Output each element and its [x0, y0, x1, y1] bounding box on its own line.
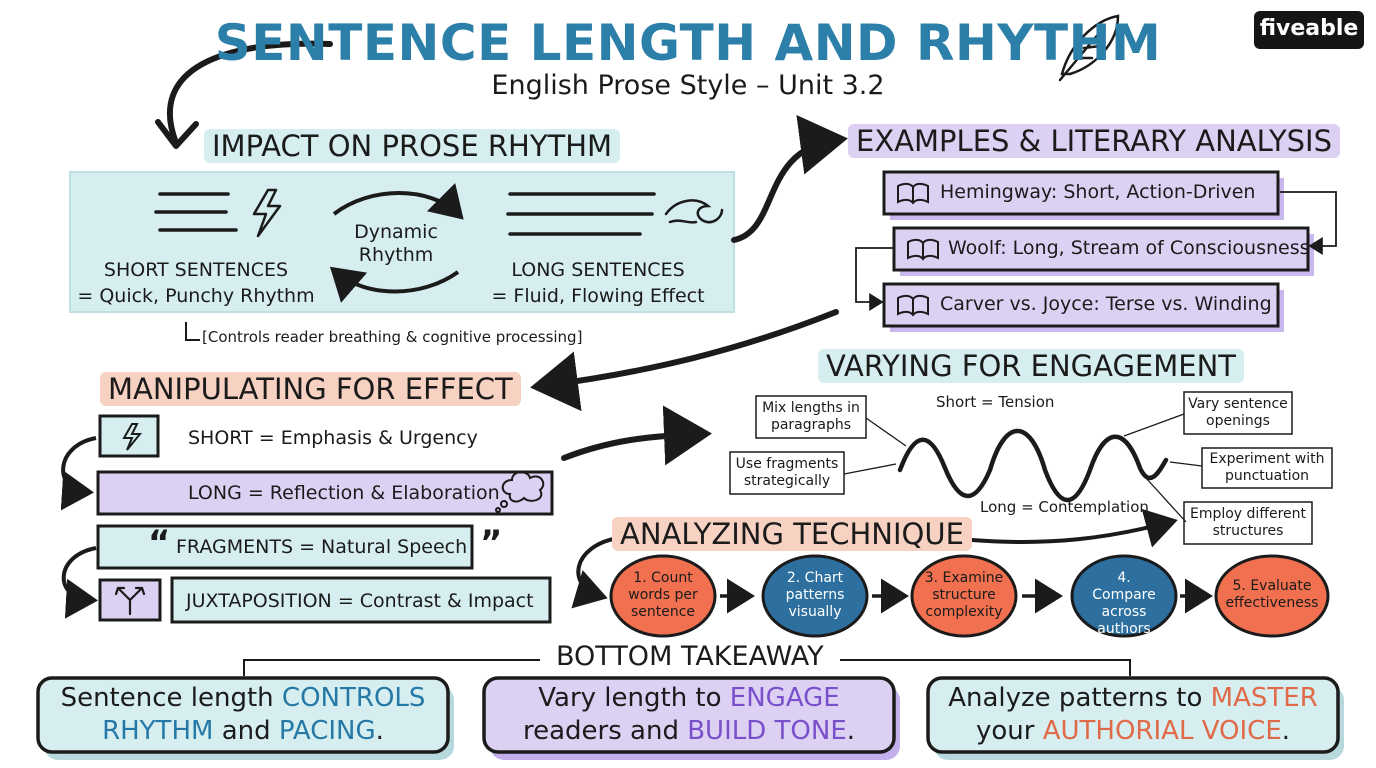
takeaway-box-1: [36, 676, 450, 754]
short-icon-box: [98, 414, 160, 458]
cycle-label-1: Dynamic: [354, 221, 438, 243]
step-2-shape: [761, 554, 869, 638]
example-box-1: [882, 170, 1280, 216]
step-2-text: 2. Chart patterns visually: [785, 570, 845, 620]
step-5-shape: [1214, 554, 1330, 638]
book-icon: [897, 294, 929, 317]
note-box-mix: [755, 395, 867, 439]
manipulating-to-varying-arrow: [561, 405, 712, 466]
cycle-arrow-bottom: [329, 266, 460, 303]
step-1-text: 1. Count words per sentence: [628, 570, 698, 620]
manipulating-heading: MANIPULATING FOR EFFECT: [100, 372, 521, 406]
analyzing-arrow: [970, 508, 1178, 548]
takeaway-box-3: [926, 676, 1340, 754]
note-box-structures: [1183, 501, 1313, 545]
note-fragments-text: Use fragments strategically: [735, 456, 839, 489]
fragments-to-juxtaposition-arrow: [61, 546, 98, 619]
title-to-impact-arrow: [167, 40, 333, 143]
varying-heading: VARYING FOR ENGAGEMENT: [818, 349, 1245, 383]
fragments-box: [96, 524, 474, 570]
feather-icon: [1058, 14, 1120, 82]
takeaway-heading: BOTTOM TAKEAWAY: [540, 640, 840, 674]
lightning-icon: [252, 188, 282, 238]
examples-to-manipulating-arrow: [530, 309, 839, 412]
step-4-text: 4. Compare across authors: [1092, 570, 1156, 637]
examples-heading: EXAMPLES & LITERARY ANALYSIS: [848, 124, 1341, 158]
note-box-fragments: [729, 451, 845, 495]
example-box-3: [882, 282, 1280, 328]
lightning-small-icon: [122, 423, 143, 451]
diverging-arrows-icon: [114, 586, 146, 616]
long-box: [96, 470, 554, 516]
manip-juxtaposition-text: JUXTAPOSITION = Contrast & Impact: [186, 590, 534, 612]
quote-close-icon: ”: [480, 523, 503, 563]
analyzing-entry-arrow: [571, 536, 619, 609]
note-openings-text: Vary sentence openings: [1188, 396, 1288, 429]
short-to-long-arrow: [60, 436, 97, 511]
step-4-shape: [1070, 554, 1178, 638]
impact-to-examples-arrow: [731, 114, 848, 243]
example-1-text: Hemingway: Short, Action-Driven: [940, 181, 1256, 203]
wave-bottom-label: Long = Contemplation: [980, 498, 1149, 516]
page-title: SENTENCE LENGTH AND RHYTHM: [214, 14, 1162, 72]
long-sentences-desc: = Fluid, Flowing Effect: [491, 285, 705, 307]
long-sentences-title: LONG SENTENCES: [511, 259, 685, 281]
step-5-text: 5. Evaluate effectiveness: [1225, 578, 1319, 611]
impact-note: [Controls reader breathing & cognitive p…: [202, 328, 583, 346]
takeaway-1-text: Sentence length CONTROLS RHYTHM and PACI…: [60, 683, 426, 746]
brand-logo[interactable]: fiveable: [1254, 11, 1364, 49]
example-box-2: [892, 226, 1310, 272]
short-sentences-desc: = Quick, Punchy Rhythm: [77, 285, 315, 307]
cycle-arrow-top: [332, 182, 464, 220]
book-icon: [907, 238, 939, 261]
short-lines-icon: [154, 192, 238, 232]
takeaway-3-text: Analyze patterns to MASTER your AUTHORIA…: [948, 683, 1318, 746]
cycle-label-2: Rhythm: [358, 244, 434, 266]
manip-fragments-text: FRAGMENTS = Natural Speech: [176, 536, 468, 558]
wave-icon: [664, 199, 724, 224]
manip-short-text: SHORT = Emphasis & Urgency: [188, 427, 478, 449]
note-box-openings: [1183, 391, 1293, 435]
step-3-text: 3. Examine structure complexity: [924, 570, 1004, 620]
wave-top-label: Short = Tension: [936, 393, 1055, 411]
book-icon: [897, 182, 929, 205]
step-1-shape: [609, 554, 717, 638]
example-3-text: Carver vs. Joyce: Terse vs. Winding: [940, 293, 1272, 315]
analyzing-heading: ANALYZING TECHNIQUE: [612, 517, 972, 551]
example-2-text: Woolf: Long, Stream of Consciousness: [948, 237, 1310, 259]
juxtaposition-box: [170, 576, 552, 624]
note-bracket: [185, 322, 200, 341]
note-punctuation-text: Experiment with punctuation: [1209, 451, 1325, 484]
rhythm-wave: [897, 428, 1169, 503]
thought-bubble-icon: [495, 471, 545, 513]
long-lines-icon: [506, 192, 656, 236]
note-box-punctuation: [1201, 447, 1333, 489]
short-sentences-title: SHORT SENTENCES: [103, 259, 289, 281]
example-connector-1: [1280, 191, 1337, 255]
takeaway-box-2: [482, 676, 896, 754]
impact-heading: IMPACT ON PROSE RHYTHM: [204, 129, 621, 163]
note-mix-text: Mix lengths in paragraphs: [762, 400, 860, 433]
manip-long-text: LONG = Reflection & Elaboration: [188, 482, 500, 504]
page-subtitle: English Prose Style – Unit 3.2: [491, 70, 885, 101]
quote-open-icon: “: [148, 523, 171, 563]
note-structures-text: Employ different structures: [1189, 506, 1307, 539]
example-connector-2: [855, 247, 894, 311]
step-3-shape: [910, 554, 1018, 638]
takeaway-2-text: Vary length to ENGAGE readers and BUILD …: [522, 683, 856, 746]
